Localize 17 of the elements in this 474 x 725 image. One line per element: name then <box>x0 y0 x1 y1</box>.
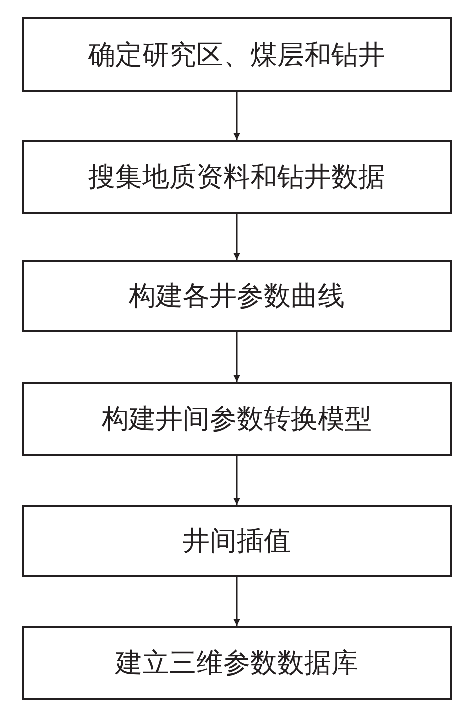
step-text: 构建各井参数曲线 <box>129 280 345 314</box>
arrow <box>234 456 240 505</box>
step-text: 搜集地质资料和钻井数据 <box>88 161 386 195</box>
process-box <box>22 17 452 92</box>
process-box <box>22 626 452 700</box>
process-box <box>22 382 452 456</box>
step-text: 井间插值 <box>183 525 291 559</box>
arrow <box>234 92 240 140</box>
step-text: 建立三维参数数据库 <box>116 647 358 681</box>
arrow <box>234 577 240 626</box>
process-box <box>22 260 452 332</box>
step-text: 确定研究区、煤层和钻井 <box>88 38 386 72</box>
arrow <box>234 214 240 260</box>
process-box <box>22 505 452 577</box>
process-box <box>22 140 452 214</box>
step-text: 构建井间参数转换模型 <box>102 403 372 437</box>
arrow <box>234 332 240 382</box>
